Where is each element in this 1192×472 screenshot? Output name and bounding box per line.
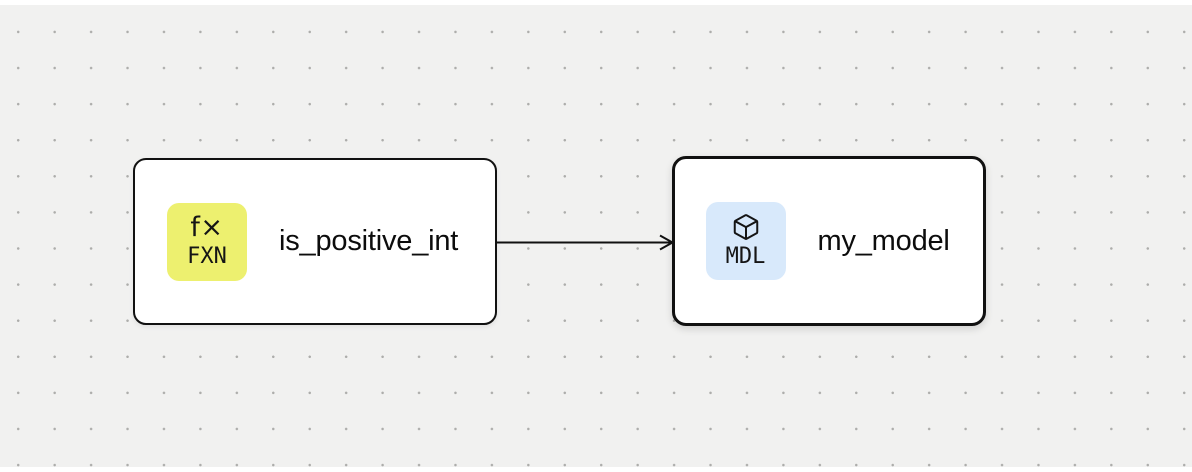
node-my-model[interactable]: MDL my_model (672, 156, 986, 326)
model-badge-label: MDL (725, 244, 766, 270)
cube-icon (733, 214, 758, 241)
canvas-top-border (0, 0, 1192, 5)
canvas-bottom-border (0, 467, 1192, 472)
edge-arrow[interactable] (497, 232, 675, 253)
function-badge: f× FXN (167, 202, 247, 281)
node-is-positive-int[interactable]: f× FXN is_positive_int (133, 158, 497, 325)
function-fx-icon: f× (190, 211, 224, 243)
node-title: my_model (817, 224, 950, 257)
model-badge: MDL (705, 202, 786, 280)
function-badge-label: FXN (187, 244, 227, 270)
node-title: is_positive_int (279, 225, 459, 257)
